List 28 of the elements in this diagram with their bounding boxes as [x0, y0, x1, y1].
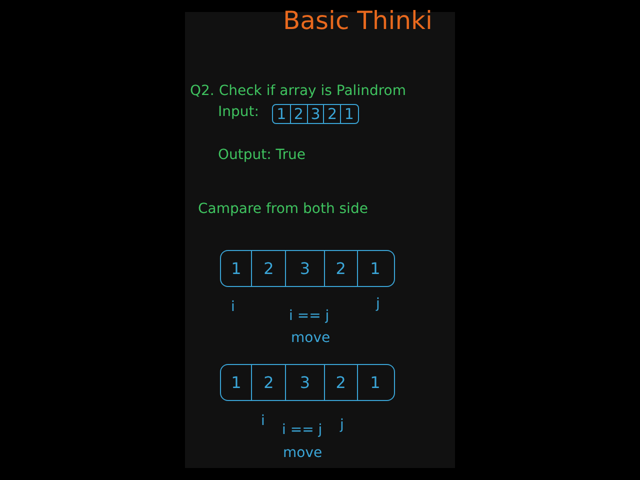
question-text: Q2. Check if array is Palindrom — [190, 83, 406, 99]
array-cell: 2 — [251, 251, 285, 286]
step-text: move — [291, 330, 330, 346]
step-text: move — [283, 445, 322, 461]
array-cell: 2 — [290, 105, 307, 123]
comparison-text: i == j — [282, 422, 322, 438]
array-cell: 3 — [306, 105, 324, 123]
output-text: Output: True — [218, 147, 306, 163]
array-cell: 2 — [324, 251, 357, 286]
hint-text: Campare from both side — [198, 201, 368, 217]
array-cell: 1 — [356, 251, 393, 286]
array-cell: 1 — [340, 105, 357, 123]
array-cell: 3 — [284, 365, 324, 400]
array-cell: 2 — [324, 365, 357, 400]
array-cell: 1 — [356, 365, 393, 400]
array-cell: 2 — [251, 365, 285, 400]
comparison-text: i == j — [289, 308, 330, 324]
array-cell: 3 — [284, 251, 324, 286]
array-cell-text: 1 — [230, 372, 242, 394]
pointer-label: j — [376, 296, 380, 312]
array-cell-text: 1 — [276, 105, 288, 123]
input-label: Input: — [218, 104, 259, 120]
title: Basic Thinki — [283, 6, 432, 35]
pointer-label: i — [261, 413, 265, 429]
array-cell: 2 — [323, 105, 340, 123]
pointer-label: j — [340, 417, 344, 433]
array-cell-text: 1 — [230, 258, 242, 280]
pointer-label: i — [231, 299, 235, 315]
